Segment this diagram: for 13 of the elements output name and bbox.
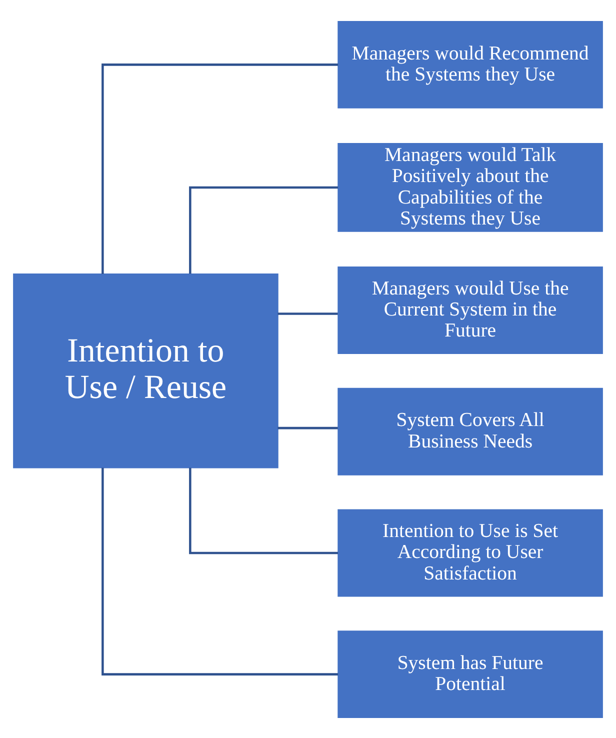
connector <box>189 467 338 554</box>
node-box: Intention to Use is Set According to User Satisfaction <box>338 508 603 596</box>
connector <box>102 467 338 675</box>
connector <box>278 312 338 314</box>
node-box: Managers would Recommend the Systems they Use <box>338 20 603 108</box>
node-box: System has Future Potential <box>338 630 603 718</box>
node-box: Intention to Use / Reuse <box>13 273 278 468</box>
node-box: System Covers All Business Needs <box>338 387 603 475</box>
connector <box>102 63 338 274</box>
connector <box>189 186 338 274</box>
connector <box>278 426 338 429</box>
node-box: Managers would Talk Positively about the Capabilities of the Systems they Use <box>338 142 603 232</box>
node-box: Managers would Use the Current System in the Future <box>338 266 603 354</box>
